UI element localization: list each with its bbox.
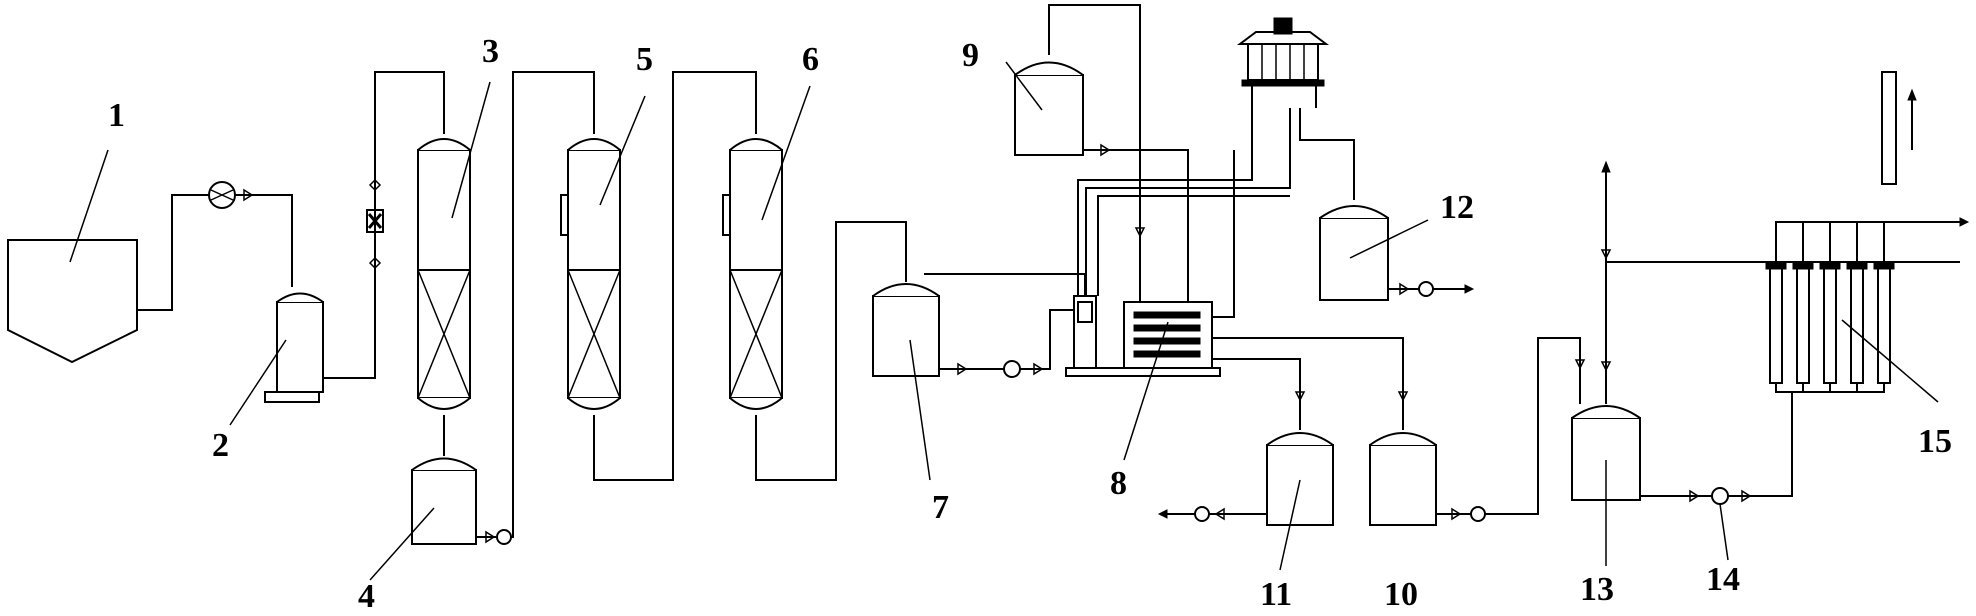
valves [243,143,1752,544]
membrane-modules-15 [1765,261,1895,384]
vent-stack [1881,71,1897,185]
label-15: 15 [1918,423,1952,460]
label-9: 9 [962,37,979,74]
small-column-2 [264,292,324,403]
label-14: 14 [1706,561,1740,598]
tank-4 [411,457,477,545]
equipment-labels: 1 2 3 4 5 6 7 8 9 10 11 12 13 14 15 [108,33,1952,615]
column-5 [560,138,621,410]
tank-11 [1266,432,1334,526]
column-6 [722,138,783,410]
leader-lines [69,61,1939,581]
tank-7 [872,283,940,377]
pump-4 [496,529,512,545]
label-4: 4 [358,578,375,615]
label-13: 13 [1580,571,1614,608]
tank-9 [1014,61,1084,156]
piping [137,4,1970,538]
label-6: 6 [802,41,819,78]
label-12: 12 [1440,189,1474,226]
label-8: 8 [1110,465,1127,502]
tank-12 [1319,205,1389,301]
pump-10 [1470,506,1486,522]
pump-12 [1418,281,1434,297]
feed-pump [208,181,236,209]
label-2: 2 [212,427,229,464]
pump-11 [1194,506,1210,522]
pump-14 [1711,487,1729,505]
label-11: 11 [1260,576,1292,613]
label-1: 1 [108,97,125,134]
cooling-tower [1237,17,1329,108]
unit-8 [1065,295,1221,377]
column-3 [417,138,471,410]
label-3: 3 [482,33,499,70]
pump-7 [1003,360,1021,378]
label-5: 5 [636,41,653,78]
feed-hopper-1 [7,239,138,364]
label-10: 10 [1384,576,1418,613]
label-7: 7 [932,489,949,526]
tank-10 [1369,432,1437,526]
